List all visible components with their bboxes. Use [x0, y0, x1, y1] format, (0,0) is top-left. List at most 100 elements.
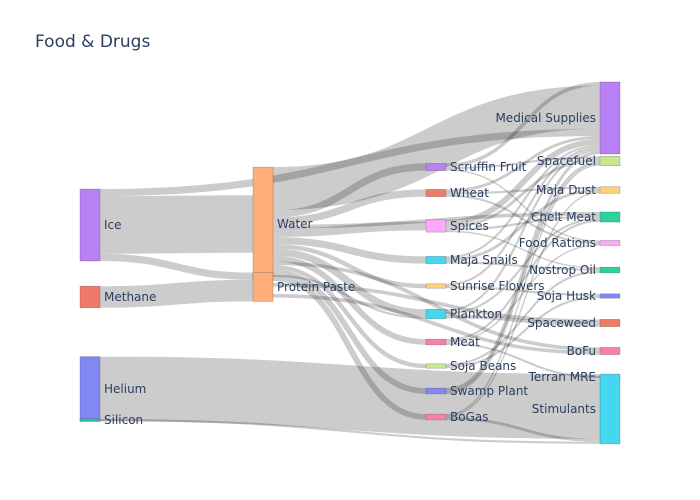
link-water-to-plankton[interactable]	[272, 248, 427, 317]
node-label-wheat: Wheat	[450, 186, 489, 200]
link-bogas-to-spacefuel[interactable]	[445, 164, 601, 416]
link-silicon-to-stimulants[interactable]	[99, 418, 601, 444]
link-wheat-to-food_rations[interactable]	[445, 194, 601, 245]
link-plankton-to-medical_supplies[interactable]	[445, 148, 601, 312]
node-label-spices: Spices	[450, 219, 489, 233]
link-water-to-medical_supplies[interactable]	[272, 85, 601, 211]
link-meat-to-food_rations[interactable]	[445, 244, 601, 343]
node-label-silicon: Silicon	[104, 413, 143, 427]
node-label-protein_paste: Protein Paste	[277, 280, 355, 294]
node-label-helium: Helium	[104, 382, 146, 396]
link-water-to-meat[interactable]	[272, 255, 427, 345]
link-sunrise_flowers-to-soja_husk[interactable]	[445, 286, 601, 296]
node-bogas[interactable]	[425, 413, 447, 421]
link-wheat-to-maja_dust[interactable]	[445, 186, 601, 195]
node-spaceweed[interactable]	[599, 319, 621, 327]
link-bogas-to-maja_dust[interactable]	[445, 191, 601, 417]
link-ice-to-water[interactable]	[99, 195, 254, 254]
node-sunrise_flowers[interactable]	[425, 283, 447, 289]
node-soja_husk[interactable]	[599, 293, 621, 299]
node-bofu[interactable]	[599, 347, 621, 355]
link-ice-to-protein_paste[interactable]	[99, 253, 254, 280]
node-label-meat: Meat	[450, 335, 480, 349]
link-spices-to-spacefuel[interactable]	[445, 158, 601, 229]
link-maja_snails-to-nostrop_oil[interactable]	[445, 261, 601, 271]
node-label-soja_husk: Soja Husk	[537, 289, 596, 303]
node-plankton[interactable]	[425, 309, 447, 319]
link-protein_paste-to-plankton[interactable]	[272, 274, 427, 319]
link-methane-to-protein_paste[interactable]	[99, 279, 254, 308]
node-protein_paste[interactable]	[252, 272, 274, 302]
link-maja_snails-to-medical_supplies[interactable]	[445, 144, 601, 259]
links-layer	[99, 82, 601, 444]
node-water[interactable]	[252, 166, 274, 282]
link-water-to-wheat[interactable]	[272, 189, 427, 225]
link-meat-to-terran_mre[interactable]	[445, 342, 601, 379]
node-maja_snails[interactable]	[425, 256, 447, 264]
node-soja_beans[interactable]	[425, 363, 447, 369]
link-water-to-spices[interactable]	[272, 221, 427, 237]
link-plankton-to-chelt_meat[interactable]	[445, 217, 601, 315]
node-ice[interactable]	[79, 188, 101, 262]
node-label-maja_snails: Maja Snails	[450, 253, 518, 267]
link-soja_beans-to-nostrop_oil[interactable]	[445, 270, 601, 366]
node-helium[interactable]	[79, 356, 101, 422]
node-label-chelt_meat: Chelt Meat	[531, 210, 596, 224]
link-bogas-to-stimulants[interactable]	[445, 417, 601, 442]
node-label-scruffin_fruit: Scruffin Fruit	[450, 160, 527, 174]
node-label-methane: Methane	[104, 290, 156, 304]
node-methane[interactable]	[79, 285, 101, 309]
link-meat-to-chelt_meat[interactable]	[445, 219, 601, 342]
node-scruffin_fruit[interactable]	[425, 163, 447, 171]
link-soja_beans-to-soja_husk[interactable]	[445, 296, 601, 369]
node-chelt_meat[interactable]	[599, 211, 621, 223]
node-label-spacefuel: Spacefuel	[537, 154, 596, 168]
link-water-to-bofu[interactable]	[272, 261, 601, 351]
link-swamp_plant-to-spacefuel[interactable]	[445, 161, 601, 394]
link-scruffin_fruit-to-food_rations[interactable]	[445, 169, 601, 242]
node-wheat[interactable]	[425, 189, 447, 197]
link-water-to-sunrise_flowers[interactable]	[272, 244, 427, 289]
node-label-bofu: BoFu	[567, 344, 596, 358]
link-water-to-scruffin_fruit[interactable]	[272, 163, 427, 218]
nodes-layer	[79, 81, 621, 445]
node-swamp_plant[interactable]	[425, 387, 447, 395]
node-spacefuel[interactable]	[599, 156, 621, 166]
link-ice-to-medical_supplies[interactable]	[99, 128, 601, 197]
node-stimulants[interactable]	[599, 373, 621, 445]
node-meat[interactable]	[425, 338, 447, 346]
link-spices-to-nostrop_oil[interactable]	[445, 230, 601, 269]
link-water-to-bogas[interactable]	[272, 275, 427, 420]
link-plankton-to-spaceweed[interactable]	[445, 314, 601, 327]
link-spices-to-chelt_meat[interactable]	[445, 215, 601, 231]
node-label-maja_dust: Maja Dust	[536, 183, 596, 197]
node-medical_supplies[interactable]	[599, 81, 621, 155]
link-scruffin_fruit-to-medical_supplies[interactable]	[445, 82, 601, 167]
node-food_rations[interactable]	[599, 240, 621, 246]
link-protein_paste-to-bofu[interactable]	[272, 294, 601, 355]
link-scruffin_fruit-to-spacefuel[interactable]	[445, 156, 601, 170]
node-label-spaceweed: Spaceweed	[527, 316, 596, 330]
node-nostrop_oil[interactable]	[599, 266, 621, 274]
link-water-to-maja_snails[interactable]	[272, 236, 427, 264]
link-helium-to-stimulants[interactable]	[99, 356, 601, 439]
node-maja_dust[interactable]	[599, 186, 621, 194]
node-label-stimulants: Stimulants	[532, 402, 596, 416]
node-spices[interactable]	[425, 219, 447, 233]
link-sunrise_flowers-to-medical_supplies[interactable]	[445, 146, 601, 286]
link-wheat-to-medical_supplies[interactable]	[445, 136, 601, 193]
link-water-to-swamp_plant[interactable]	[272, 269, 427, 394]
node-label-medical_supplies: Medical Supplies	[495, 111, 596, 125]
node-label-plankton: Plankton	[450, 307, 502, 321]
link-swamp_plant-to-medical_supplies[interactable]	[445, 151, 601, 391]
node-label-terran_mre: Terran MRE	[528, 370, 596, 384]
link-spices-to-medical_supplies[interactable]	[445, 138, 601, 226]
node-label-swamp_plant: Swamp Plant	[450, 384, 528, 398]
link-maja_snails-to-maja_dust[interactable]	[445, 188, 601, 262]
link-protein_paste-to-spaceweed[interactable]	[272, 282, 601, 323]
node-silicon[interactable]	[79, 418, 101, 422]
link-water-to-soja_beans[interactable]	[272, 265, 427, 369]
node-label-ice: Ice	[104, 218, 122, 232]
